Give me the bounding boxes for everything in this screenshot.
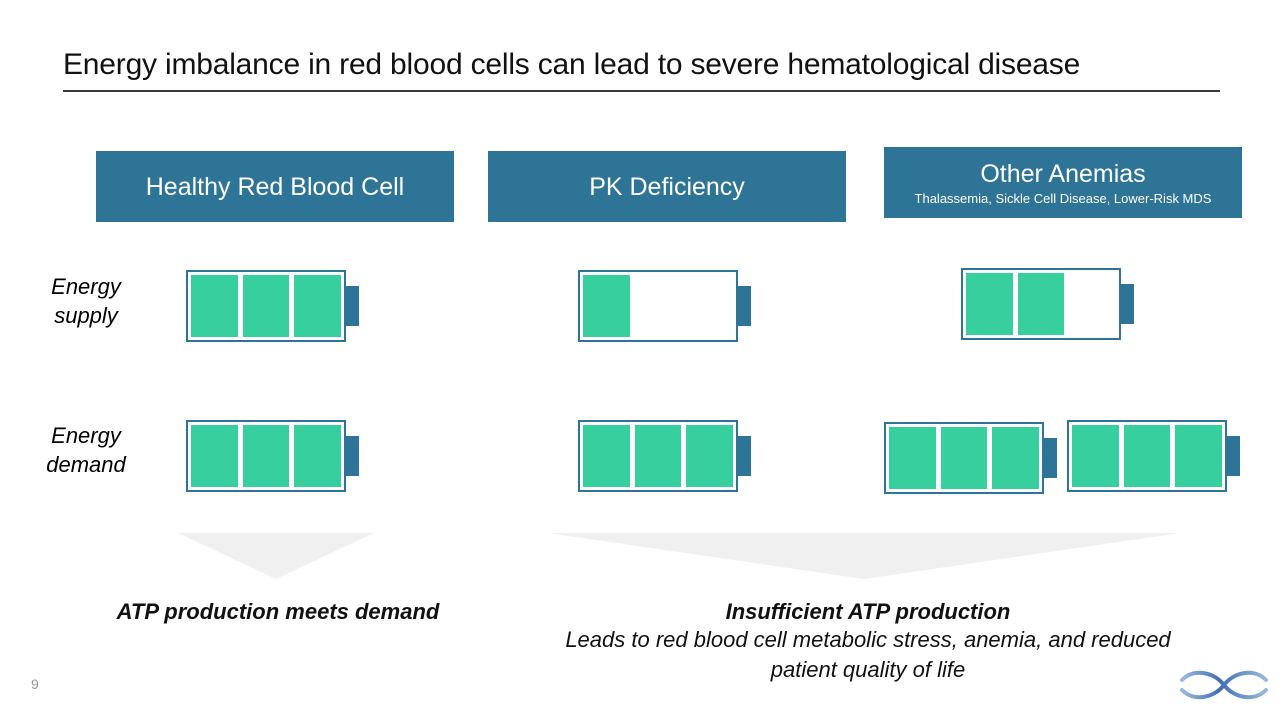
battery-terminal-nub	[1044, 438, 1057, 478]
page-title: Energy imbalance in red blood cells can …	[63, 48, 1081, 81]
battery-cell-1	[191, 275, 238, 337]
column-header-other-anemias-subtitle: Thalassemia, Sickle Cell Disease, Lower-…	[914, 190, 1212, 206]
battery-icon-demand-other-anemias-2	[1067, 420, 1240, 492]
battery-cells	[583, 275, 733, 337]
battery-cell-3	[294, 275, 342, 337]
battery-icon-supply-healthy	[186, 270, 359, 342]
battery-cell-1	[583, 275, 630, 337]
title-underline-divider	[63, 90, 1220, 92]
battery-terminal-nub	[346, 436, 359, 476]
page-number: 9	[31, 676, 39, 692]
conclusion-right-detail: Leads to red blood cell metabolic stress…	[565, 627, 1171, 682]
row-label-energy-supply: Energy supply	[6, 272, 166, 330]
battery-cell-2	[242, 425, 290, 487]
conclusion-left-headline: ATP production meets demand	[116, 599, 440, 624]
column-header-other-anemias: Other Anemias Thalassemia, Sickle Cell D…	[884, 147, 1242, 218]
battery-cell-3	[294, 425, 342, 487]
battery-cell-1	[1072, 425, 1119, 487]
battery-cell-1	[191, 425, 238, 487]
down-arrow-icon-right	[548, 533, 1180, 579]
battery-cell-2	[1123, 425, 1171, 487]
battery-terminal-nub	[738, 286, 751, 326]
battery-cell-1	[583, 425, 630, 487]
battery-icon-demand-pk	[578, 420, 751, 492]
battery-cell-2	[940, 427, 988, 489]
column-header-healthy-title: Healthy Red Blood Cell	[145, 172, 405, 201]
battery-terminal-nub	[346, 286, 359, 326]
column-header-pk-title: PK Deficiency	[589, 172, 745, 201]
battery-terminal-nub	[1227, 436, 1240, 476]
battery-cell-3	[686, 275, 733, 337]
battery-cell-3	[992, 427, 1040, 489]
battery-icon-supply-pk	[578, 270, 751, 342]
battery-cell-2	[634, 425, 682, 487]
battery-cell-1	[966, 273, 1013, 335]
battery-cell-2	[635, 275, 682, 337]
row-label-energy-supply-line2: supply	[54, 303, 118, 328]
battery-cells	[966, 273, 1116, 335]
column-header-other-anemias-title: Other Anemias	[980, 159, 1146, 188]
company-swoosh-logo	[1178, 662, 1270, 708]
battery-icon-demand-healthy	[186, 420, 359, 492]
conclusion-right-headline: Insufficient ATP production	[725, 599, 1011, 624]
battery-cell-1	[889, 427, 936, 489]
battery-cell-2	[242, 275, 290, 337]
battery-cells	[1072, 425, 1223, 487]
row-label-energy-supply-line1: Energy	[51, 274, 121, 299]
battery-cell-3	[1069, 273, 1116, 335]
column-header-healthy: Healthy Red Blood Cell	[96, 151, 454, 222]
battery-cell-3	[686, 425, 734, 487]
battery-cells	[191, 275, 342, 337]
row-label-energy-demand-line1: Energy	[51, 423, 121, 448]
column-header-pk: PK Deficiency	[488, 151, 846, 222]
battery-terminal-nub	[1121, 284, 1134, 324]
battery-cells	[889, 427, 1040, 489]
row-label-energy-demand-line2: demand	[46, 452, 126, 477]
row-label-energy-demand: Energy demand	[6, 421, 166, 479]
battery-cells	[191, 425, 342, 487]
battery-cell-3	[1175, 425, 1223, 487]
down-arrow-icon-left	[178, 533, 374, 579]
battery-icon-demand-other-anemias-1	[884, 422, 1057, 494]
battery-cells	[583, 425, 734, 487]
battery-cell-2	[1017, 273, 1065, 335]
battery-terminal-nub	[738, 436, 751, 476]
battery-icon-supply-other-anemias	[961, 268, 1134, 340]
